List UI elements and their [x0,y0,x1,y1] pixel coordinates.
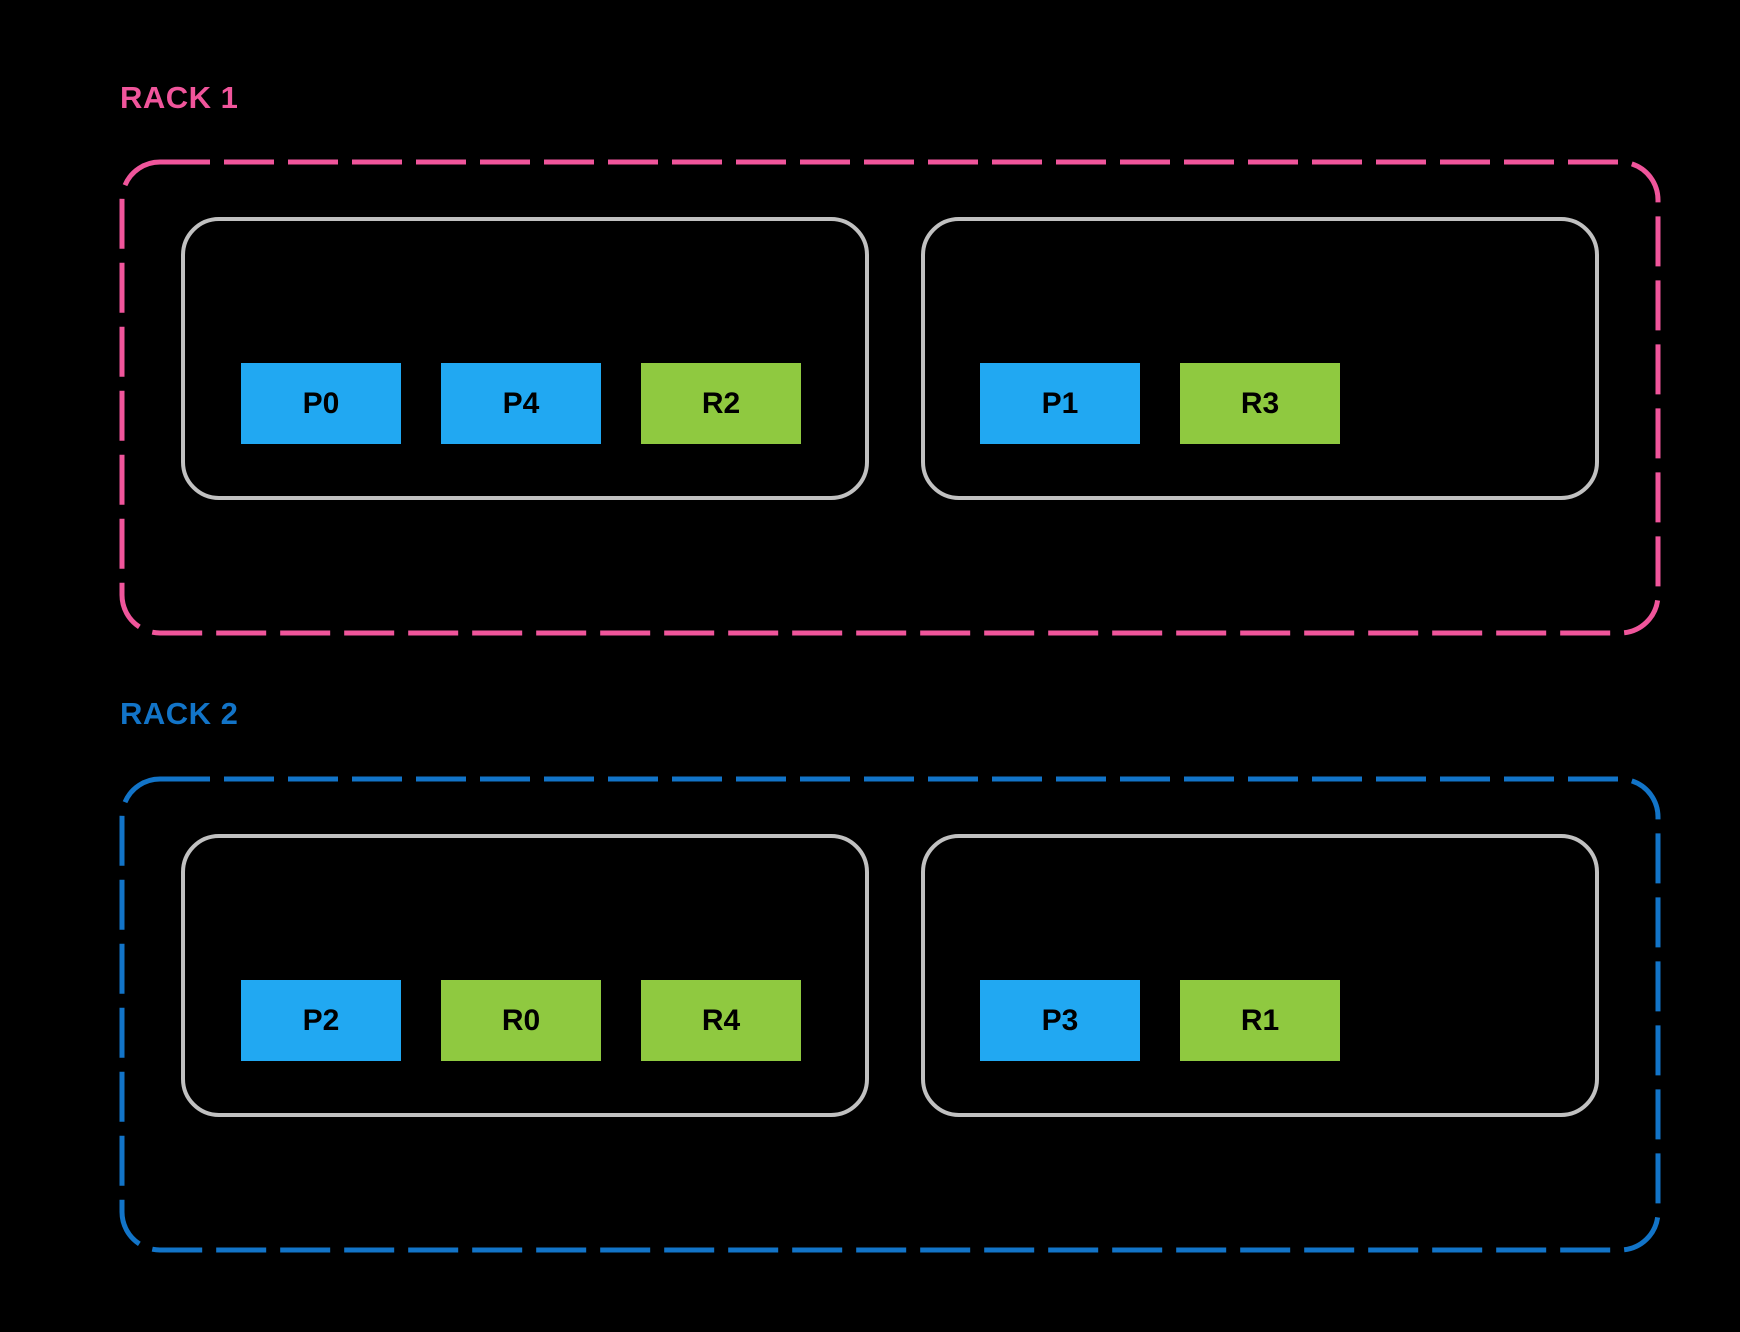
rack-1-node-1: P0 P4 R2 [181,217,869,500]
rack-1-dashed-border [119,159,1661,636]
shard-r3: R3 [1180,363,1340,444]
rack-1-node-2: P1 R3 [921,217,1599,500]
shard-r2: R2 [641,363,801,444]
shard-r3-label: R3 [1240,386,1280,420]
shard-p4-label: P4 [502,386,540,420]
rack-2-label: RACK 2 [120,696,239,731]
shard-p1-label: P1 [1041,386,1079,420]
shard-p4: P4 [441,363,601,444]
shard-p3: P3 [980,980,1140,1061]
rack-1-label: RACK 1 [120,80,239,115]
shard-r2-label: R2 [701,386,741,420]
shard-r0-label: R0 [501,1003,541,1037]
shard-r0: R0 [441,980,601,1061]
shard-p0-label: P0 [302,386,340,420]
rack-2-boundary [119,776,1661,1253]
shard-p1: P1 [980,363,1140,444]
shard-r1: R1 [1180,980,1340,1061]
shard-r1-label: R1 [1240,1003,1280,1037]
shard-p2-label: P2 [302,1003,340,1037]
shard-p2: P2 [241,980,401,1061]
rack-2-node-1: P2 R0 R4 [181,834,869,1117]
shard-r4: R4 [641,980,801,1061]
rack-1-boundary [119,159,1661,636]
rack-2-dashed-border [119,776,1661,1253]
rack-2-node-2: P3 R1 [921,834,1599,1117]
shard-r4-label: R4 [701,1003,741,1037]
shard-p3-label: P3 [1041,1003,1079,1037]
shard-p0: P0 [241,363,401,444]
